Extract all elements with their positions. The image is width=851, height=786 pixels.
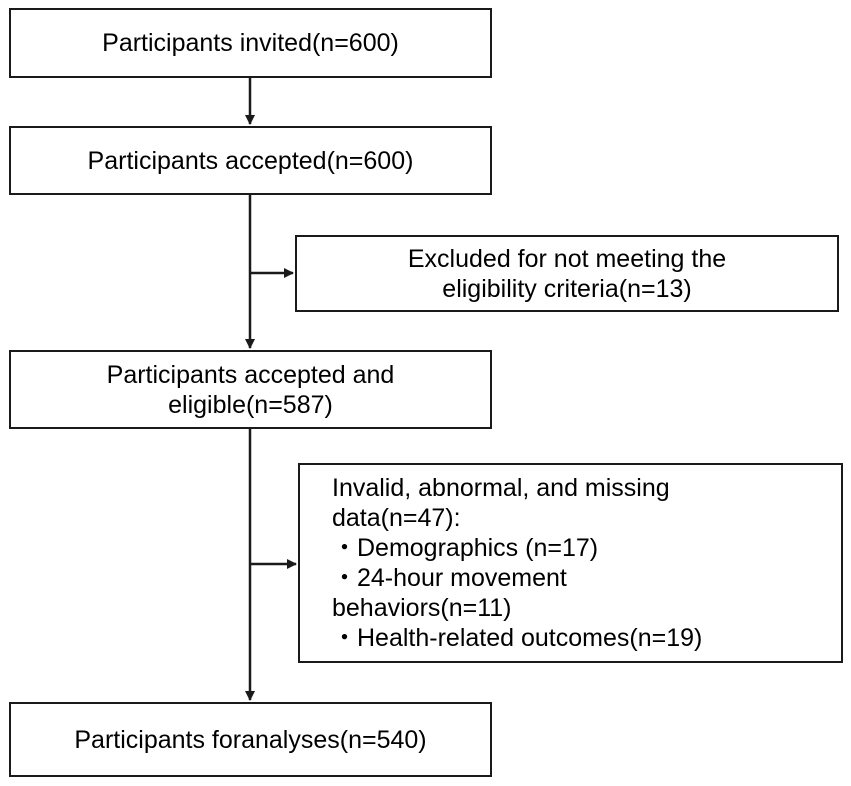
eligible-line-1: Participants accepted and [106, 360, 395, 389]
box-accepted-and-eligible: Participants accepted and eligible(n=587… [9, 350, 492, 429]
excluded-line-2: eligibility criteria(n=13) [442, 274, 692, 303]
invalid-item-movement: ・24-hour movement [332, 564, 567, 592]
box-invalid-data: Invalid, abnormal, and missing data(n=47… [298, 463, 843, 663]
box-participants-invited: Participants invited(n=600) [9, 8, 492, 78]
invalid-item-demographics: ・Demographics (n=17) [332, 534, 599, 562]
box-participants-for-analyses: Participants foranalyses(n=540) [9, 702, 492, 777]
accepted-label: Participants accepted(n=600) [87, 146, 414, 175]
analyses-label: Participants foranalyses(n=540) [74, 725, 427, 754]
invalid-line-2: data(n=47): [332, 504, 461, 532]
invited-label: Participants invited(n=600) [102, 29, 399, 57]
invalid-line-1: Invalid, abnormal, and missing [332, 474, 670, 502]
invalid-item-movement-cont: behaviors(n=11) [332, 594, 512, 622]
box-excluded: Excluded for not meeting the eligibility… [295, 235, 839, 312]
box-participants-accepted: Participants accepted(n=600) [9, 126, 492, 195]
excluded-line-1: Excluded for not meeting the [407, 244, 727, 273]
invalid-item-health: ・Health-related outcomes(n=19) [332, 624, 703, 652]
eligible-line-2: eligible(n=587) [168, 390, 333, 419]
